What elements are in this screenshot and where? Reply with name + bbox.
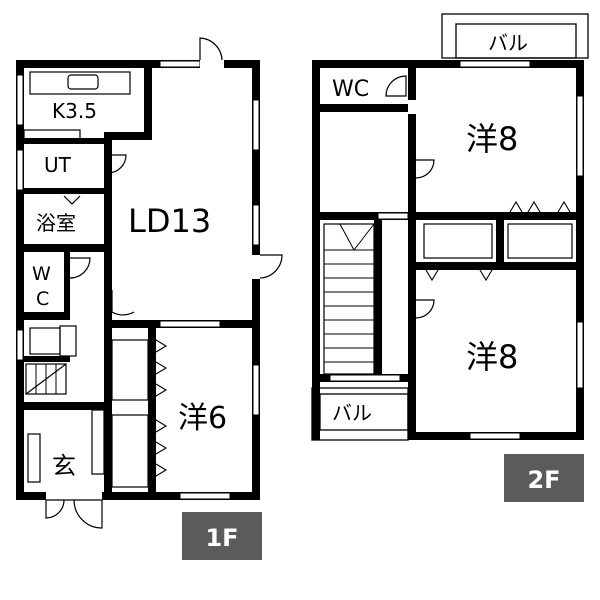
door-swing-icon [258, 254, 283, 279]
door-swing-icon [415, 159, 435, 179]
room-label-utility: UT [44, 153, 72, 177]
closet-door-icon [425, 269, 493, 282]
sink-icon [67, 74, 99, 90]
wall-1f-ut-bath [24, 188, 112, 194]
wall-1f-storage [24, 356, 70, 362]
wall-2f-hall-top [320, 212, 424, 220]
room-label-wc-2f: WC [332, 77, 369, 102]
door-swing-icon [415, 299, 435, 319]
window-2f-bottom [469, 432, 521, 440]
window-1f-right-2 [252, 204, 260, 246]
room-label-western-1f: 洋6 [178, 401, 227, 436]
wall-1f-kitchen-right [144, 68, 152, 140]
wall-1f-interior-v [104, 140, 112, 320]
wall-1f-kitchen-bottom [104, 132, 152, 140]
window-1f-right-1 [252, 99, 260, 151]
door-opening [46, 492, 102, 500]
closet-1f-upper [111, 339, 149, 401]
entrance-door-icon [45, 499, 103, 529]
door-swing-icon [199, 37, 223, 62]
wall-1f-closet-right [148, 328, 156, 492]
room-label-kitchen: K3.5 [52, 99, 97, 123]
wall-1f-kitchen-ut [24, 138, 112, 144]
wall-2f-right [576, 60, 584, 440]
closet-door-icon [155, 339, 168, 397]
room-label-balcony-top: バル [488, 31, 528, 55]
wall-1f-left [16, 60, 24, 500]
room-label-bath: 浴室 [36, 211, 76, 235]
window-1f-left-2 [16, 149, 24, 191]
wall-2f-interior-v1 [408, 68, 416, 224]
window-1f-right-3 [252, 364, 260, 416]
window-2f-interior [377, 212, 409, 220]
floor-badge-2f-label: 2F [527, 466, 560, 494]
window-2f-right-2 [576, 321, 584, 389]
shoe-cabinet [27, 433, 41, 483]
wall-1f-right [252, 60, 260, 500]
floor-badge-2f [504, 454, 584, 502]
floor-2-plan: バル WC [311, 13, 589, 502]
window-2f-stairs [329, 374, 401, 382]
floor-1-plan: K3.5 UT 浴室 W C [16, 37, 283, 560]
room-label-wc-1: W [32, 263, 51, 285]
wall-2f-left-lower [312, 380, 320, 440]
balcony-top-inner [455, 23, 577, 59]
room-label-wc-2: C [36, 288, 49, 310]
room-label-western-2f-top: 洋8 [466, 120, 518, 158]
wall-2f-left [312, 60, 320, 440]
closet-2f-right [507, 223, 573, 259]
wall-1f-top-left [16, 60, 152, 68]
wall-2f-wc-bottom [320, 104, 416, 112]
room-label-entrance: 玄 [52, 452, 76, 480]
wall-2f-stairs-right [374, 220, 382, 380]
closet-1f-lower [111, 414, 149, 488]
stairs-2f [323, 223, 375, 375]
closet-door-icon [509, 200, 571, 213]
stairs-1f [25, 363, 67, 395]
door-opening [408, 100, 416, 114]
closet-2f-left [423, 223, 493, 259]
room-label-balcony-bottom: バル [332, 401, 372, 425]
wall-2f-room-divider-top [416, 212, 584, 220]
kitchen-counter [29, 71, 131, 95]
window-2f-right-1 [576, 95, 584, 177]
wall-2f-top [312, 60, 584, 68]
wall-1f-bottom [16, 492, 260, 500]
window-1f-left-1 [16, 74, 24, 126]
storage-box [29, 327, 61, 355]
room-label-western-2f-bottom: 洋8 [466, 338, 518, 376]
storage-door-icon [59, 325, 77, 357]
door-swing-icon [69, 257, 91, 279]
room-label-living: LD13 [128, 202, 211, 240]
door-swing-icon [111, 290, 135, 316]
wall-1f-bath-bottom [24, 244, 104, 252]
window-1f-left-3 [16, 329, 24, 361]
window-1f-interior [159, 320, 221, 328]
window-1f-top [159, 60, 201, 68]
wall-1f-entrance-top [24, 402, 112, 410]
entrance-step [91, 409, 105, 475]
door-opening [200, 60, 224, 68]
wall-1f-wc-bottom [24, 312, 70, 320]
floor-badge-1f-label: 1F [205, 524, 238, 552]
wall-2f-closet-sep [496, 220, 504, 262]
door-swing-icon [385, 75, 407, 97]
floor-badge-1f [182, 512, 262, 560]
wall-2f-interior-v2 [408, 224, 416, 440]
door-swing-icon [107, 154, 127, 174]
closet-door-icon [155, 419, 168, 477]
window-2f-top [459, 60, 531, 68]
bath-door-icon [63, 195, 81, 205]
door-opening [252, 255, 260, 279]
wall-1f-wc-right [64, 252, 70, 312]
window-1f-bottom [179, 492, 231, 500]
wall-2f-room-divider-bottom [416, 262, 584, 270]
